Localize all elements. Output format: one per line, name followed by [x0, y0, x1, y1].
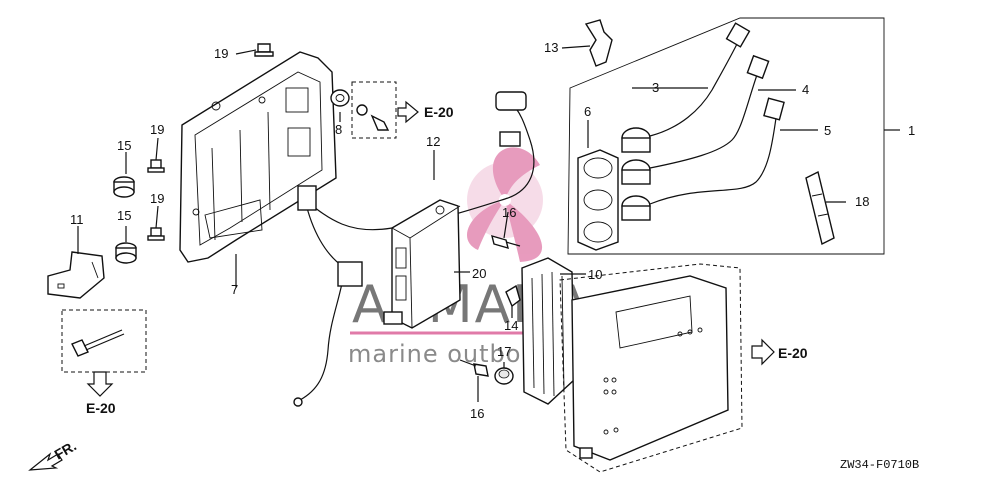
- callout-7: 7: [231, 282, 238, 297]
- callout-15-lower: 15: [117, 208, 131, 223]
- watermark-logo-icon: [466, 147, 543, 262]
- electrical-cover: [559, 263, 743, 473]
- bolt-16-upper: [491, 234, 521, 250]
- ecu-module-20: [383, 199, 461, 329]
- callout-13: 13: [544, 40, 558, 55]
- arrow-to-e20-top: [397, 100, 419, 124]
- bolt-19-mid: [147, 159, 165, 173]
- ignition-coil-3: [621, 22, 751, 153]
- callout-19-low: 19: [150, 191, 164, 206]
- front-arrow-icon: [28, 452, 63, 471]
- diagram-code: ZW34-F0710B: [840, 458, 919, 472]
- callout-18: 18: [855, 194, 869, 209]
- callout-19-mid: 19: [150, 122, 164, 137]
- callout-16-upper: 16: [502, 205, 516, 220]
- bracket-11: [47, 251, 105, 299]
- callout-15-upper: 15: [117, 138, 131, 153]
- coil-bracket-6: [577, 149, 619, 251]
- clip-18: [805, 170, 835, 246]
- bolt-19-low: [147, 227, 165, 241]
- callout-17: 17: [497, 344, 511, 359]
- callout-14: 14: [504, 318, 518, 333]
- clamp-13: [584, 19, 613, 67]
- arrow-to-e20-left: [86, 371, 114, 397]
- callout-6: 6: [584, 104, 591, 119]
- callout-1: 1: [908, 123, 915, 138]
- ignition-coil-5: [621, 97, 785, 221]
- leader-lines: [77, 45, 900, 402]
- callout-10: 10: [588, 267, 602, 282]
- bolt-16-lower: [459, 359, 489, 377]
- callout-20: 20: [472, 266, 486, 281]
- electrical-panel-bracket: [179, 51, 337, 263]
- clip-14: [505, 284, 521, 308]
- grommet-15-upper: [113, 176, 135, 198]
- arrow-to-e20-right: [751, 338, 775, 366]
- ignition-coil-assembly-box: [567, 17, 885, 255]
- ignition-coil-4: [621, 54, 770, 185]
- fuse-box-10: [521, 257, 575, 405]
- ref-e20-right: E-20: [778, 345, 808, 361]
- detail-box-top: [351, 81, 397, 139]
- ref-e20-left: E-20: [86, 400, 116, 416]
- ref-e20-top: E-20: [424, 104, 454, 120]
- callout-11: 11: [70, 212, 84, 227]
- washer-in-detail-top: [356, 104, 390, 131]
- callout-4: 4: [802, 82, 809, 97]
- bolt-19-top: [254, 43, 274, 57]
- nut-8: [330, 89, 350, 107]
- callout-5: 5: [824, 123, 831, 138]
- detail-box-left: [61, 309, 147, 373]
- callout-16-lower: 16: [470, 406, 484, 421]
- bolt-in-detail-left: [71, 329, 125, 357]
- callout-19-top: 19: [214, 46, 228, 61]
- cap-17: [494, 367, 514, 385]
- callout-3: 3: [652, 80, 659, 95]
- grommet-15-lower: [115, 242, 137, 264]
- callout-8: 8: [335, 122, 342, 137]
- callout-12: 12: [426, 134, 440, 149]
